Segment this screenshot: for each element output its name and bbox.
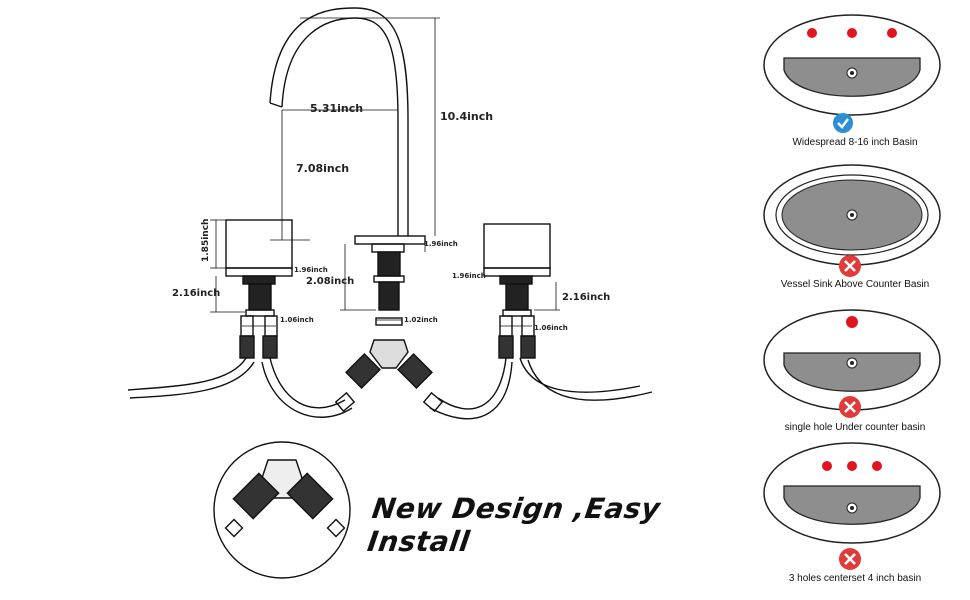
right-handle xyxy=(483,223,551,269)
dim-right-hose-diameter: 1.06inch xyxy=(534,324,568,332)
basin-widespread xyxy=(760,10,945,120)
basin-single-hole xyxy=(760,305,945,415)
dim-spout-reach: 5.31inch xyxy=(310,102,363,115)
basin-centerset xyxy=(760,438,945,548)
dim-right-handle-diameter: 1.96inch xyxy=(452,272,486,280)
dim-spout-nut-diameter: 1.02inch xyxy=(404,316,438,324)
dim-left-handle-diameter: 1.96inch xyxy=(294,266,328,274)
dim-handle-height: 1.85inch xyxy=(201,219,211,262)
cross-icon xyxy=(839,548,861,570)
dim-spout-base-diameter: 1.96inch xyxy=(424,240,458,248)
basin-caption: Vessel Sink Above Counter Basin xyxy=(780,279,930,290)
spout-base xyxy=(354,235,426,245)
dim-spout-height: 7.08inch xyxy=(296,162,349,175)
basin-caption: single hole Under counter basin xyxy=(784,422,926,433)
dim-right-shank-length: 2.16inch xyxy=(562,292,610,303)
check-icon xyxy=(833,113,853,133)
dim-left-hose-diameter: 1.06inch xyxy=(280,316,314,324)
basin-vessel xyxy=(760,160,945,270)
connector-detail-circle xyxy=(213,441,351,579)
spout-gooseneck xyxy=(281,17,399,236)
dim-total-height: 10.4inch xyxy=(440,110,493,123)
cross-icon xyxy=(839,255,861,277)
faucet-dimension-diagram: 5.31inch 10.4inch 7.08inch 1.85inch 1.96… xyxy=(127,7,653,579)
hose-right xyxy=(519,357,653,401)
basin-caption: 3 holes centerset 4 inch basin xyxy=(788,573,922,584)
cross-icon xyxy=(839,396,861,418)
dim-spout-shank-length: 2.08inch xyxy=(306,276,354,287)
hose-left xyxy=(127,357,255,399)
basin-caption: Widespread 8-16 inch Basin xyxy=(792,137,918,148)
dim-left-shank-length: 2.16inch xyxy=(172,288,220,299)
slogan-text: New Design ,Easy Install xyxy=(365,492,663,558)
